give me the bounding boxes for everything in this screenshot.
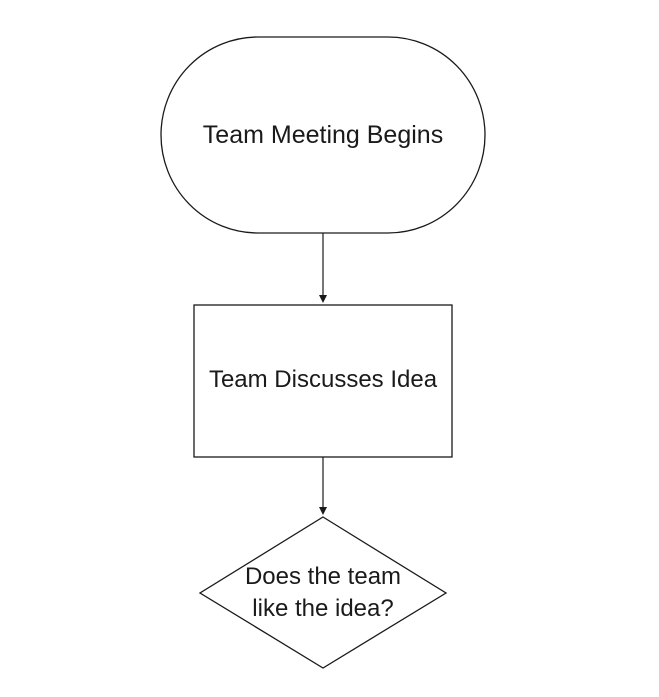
process-box-shape [193,304,453,458]
decision-label-line-2: like the idea? [252,595,394,622]
process-box-label: Team Discusses Idea [208,366,438,393]
decision-diamond-shape [198,516,448,669]
decision-label-line-1: Does the team [244,563,402,590]
start-terminator-shape [160,36,486,234]
decision-diamond-label: Does the team like the idea? [210,555,436,631]
start-terminator-label: Team Meeting Begins [202,120,444,149]
